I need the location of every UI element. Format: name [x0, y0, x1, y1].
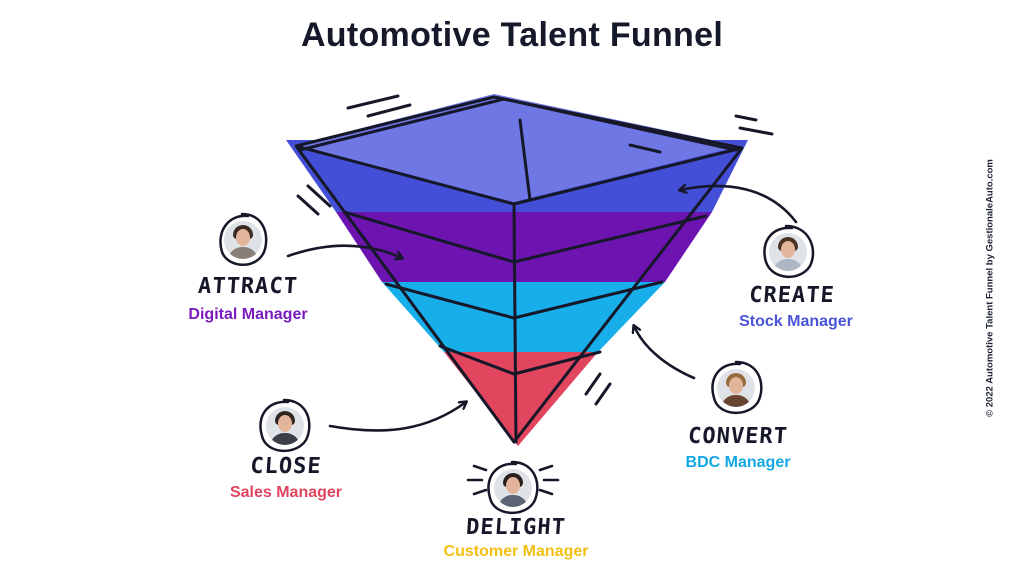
stage-create-label: CREATE — [748, 283, 836, 308]
funnel-top-face — [292, 94, 740, 202]
delight-rays — [466, 464, 560, 496]
funnel-layer-attract — [336, 212, 712, 282]
funnel-layer-close — [444, 352, 598, 446]
avatar-convert — [717, 369, 755, 407]
avatar-attract — [224, 221, 262, 259]
arrow-close — [328, 402, 466, 432]
stage-close-role: Sales Manager — [229, 484, 343, 501]
arrow-convert — [634, 326, 696, 380]
avatar-close — [266, 407, 304, 445]
stage-convert-role: BDC Manager — [685, 454, 791, 471]
avatar-rings — [219, 212, 815, 515]
motion-marks — [296, 94, 774, 406]
avatar-delight — [494, 469, 532, 507]
stage-close-label: CLOSE — [249, 454, 323, 479]
stage-attract-role: Digital Manager — [188, 306, 308, 323]
stage-delight-role: Customer Manager — [443, 543, 589, 560]
avatar-create — [769, 233, 807, 271]
stage-arrows — [286, 186, 798, 432]
stage-attract-label: ATTRACT — [197, 274, 299, 299]
arrow-create — [680, 186, 798, 224]
stage-convert-label: CONVERT — [687, 424, 789, 449]
stage-create-role: Stock Manager — [739, 313, 853, 330]
page-title: Automotive Talent Funnel — [300, 16, 724, 54]
funnel-outline-sketch — [294, 95, 744, 444]
arrow-attract — [286, 244, 402, 258]
stage-delight-label: DELIGHT — [465, 515, 567, 540]
